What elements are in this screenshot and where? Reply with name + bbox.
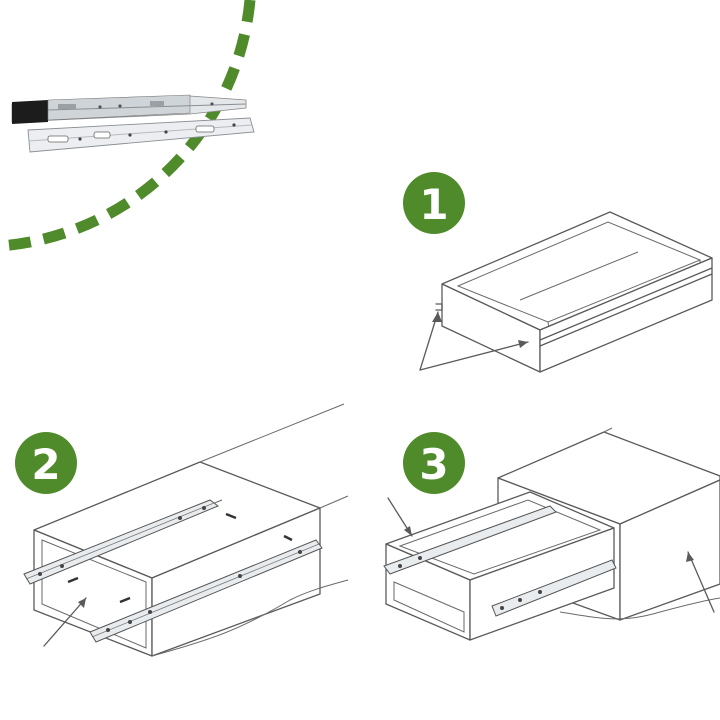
step-1-badge [403, 172, 465, 234]
step-1-number: 1 [419, 180, 448, 229]
step-2-number: 2 [31, 440, 60, 489]
step-3-badge [403, 432, 465, 494]
step-3: 3 [383, 427, 720, 641]
drawer-box-drawing [419, 211, 713, 373]
step-2: 2 [15, 403, 349, 657]
step-2-badge [15, 432, 77, 494]
screw-icons [67, 512, 293, 604]
product-inset [0, 0, 256, 252]
drawer-insert-drawing [383, 427, 720, 641]
step-3-number: 3 [419, 440, 448, 489]
step-1: 1 [403, 172, 713, 373]
rail-photo-bottom [27, 117, 255, 153]
dashed-circle-border [0, 0, 256, 252]
cabinet-slide-drawing [23, 403, 349, 657]
rail-photo-top [11, 94, 247, 124]
